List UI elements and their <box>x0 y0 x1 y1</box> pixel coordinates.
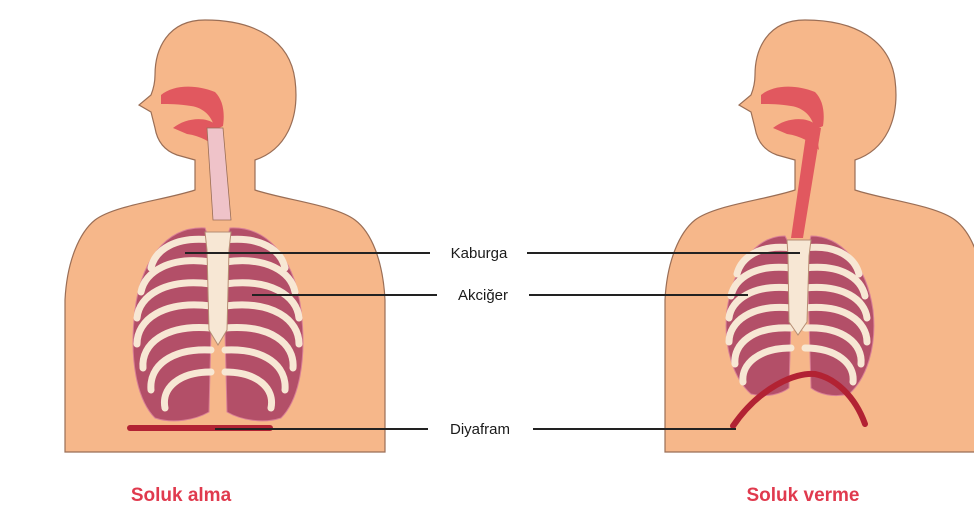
diaphragm-label: Diyafram <box>450 421 510 438</box>
inhale-sternum <box>205 232 231 345</box>
rib-label: Kaburga <box>451 245 508 262</box>
exhale-sternum <box>787 240 811 335</box>
inhale-caption: Soluk alma <box>131 485 232 506</box>
exhale-figure <box>665 20 974 452</box>
lung-label: Akciğer <box>458 287 508 304</box>
exhale-caption: Soluk verme <box>747 485 860 506</box>
inhale-figure <box>65 20 385 452</box>
